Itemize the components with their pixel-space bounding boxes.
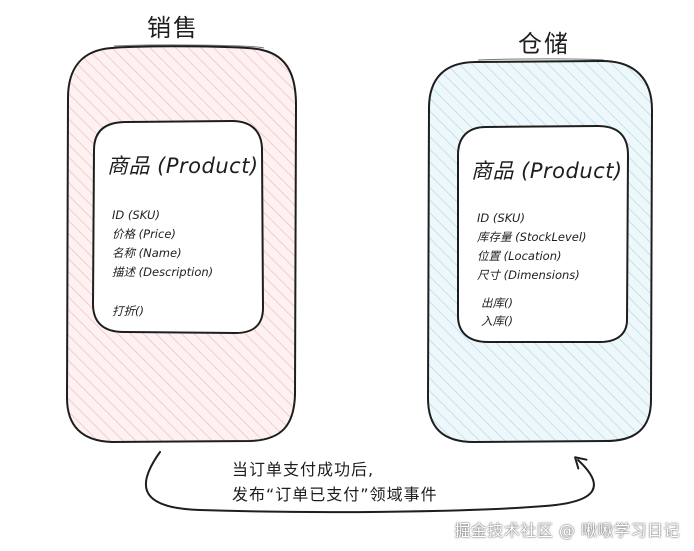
sales-product-card — [91, 119, 265, 335]
attribute-item: ID (SKU) — [112, 208, 160, 222]
attribute-item: 描述 (Description) — [112, 265, 214, 279]
domain-event-label: 当订单支付成功后, 发布“订单已支付”领域事件 — [232, 457, 438, 507]
warehouse-context-title: 仓储 — [518, 30, 570, 58]
attribute-item: 尺寸 (Dimensions) — [477, 268, 580, 282]
method-item: 入库() — [481, 314, 513, 328]
domain-event-line-2: 发布“订单已支付”领域事件 — [232, 485, 438, 504]
attribute-item: 位置 (Location) — [477, 249, 562, 263]
attribute-item: 库存量 (StockLevel) — [477, 230, 587, 244]
method-item: 出库() — [481, 296, 513, 310]
domain-event-arrow — [144, 451, 595, 514]
attribute-item: 价格 (Price) — [112, 227, 176, 241]
sales-product-title: 商品 (Product) — [107, 154, 259, 178]
method-item: 打折() — [112, 304, 144, 318]
warehouse-product-attributes: ID (SKU) 库存量 (StockLevel) 位置 (Location) … — [477, 209, 587, 285]
domain-event-line-1: 当订单支付成功后, — [232, 460, 375, 479]
warehouse-product-title: 商品 (Product) — [471, 159, 623, 183]
attribute-item: ID (SKU) — [477, 211, 525, 225]
watermark: 掘金技术社区 @ 啾啾学习日记 — [454, 521, 680, 540]
sales-product-attributes: ID (SKU) 价格 (Price) 名称 (Name) 描述 (Descri… — [112, 206, 213, 282]
sales-context-title: 销售 — [147, 14, 199, 42]
warehouse-product-card — [457, 124, 630, 343]
sales-product-methods: 打折() — [112, 302, 144, 320]
attribute-item: 名称 (Name) — [112, 246, 182, 260]
warehouse-product-methods: 出库() 入库() — [481, 294, 513, 330]
